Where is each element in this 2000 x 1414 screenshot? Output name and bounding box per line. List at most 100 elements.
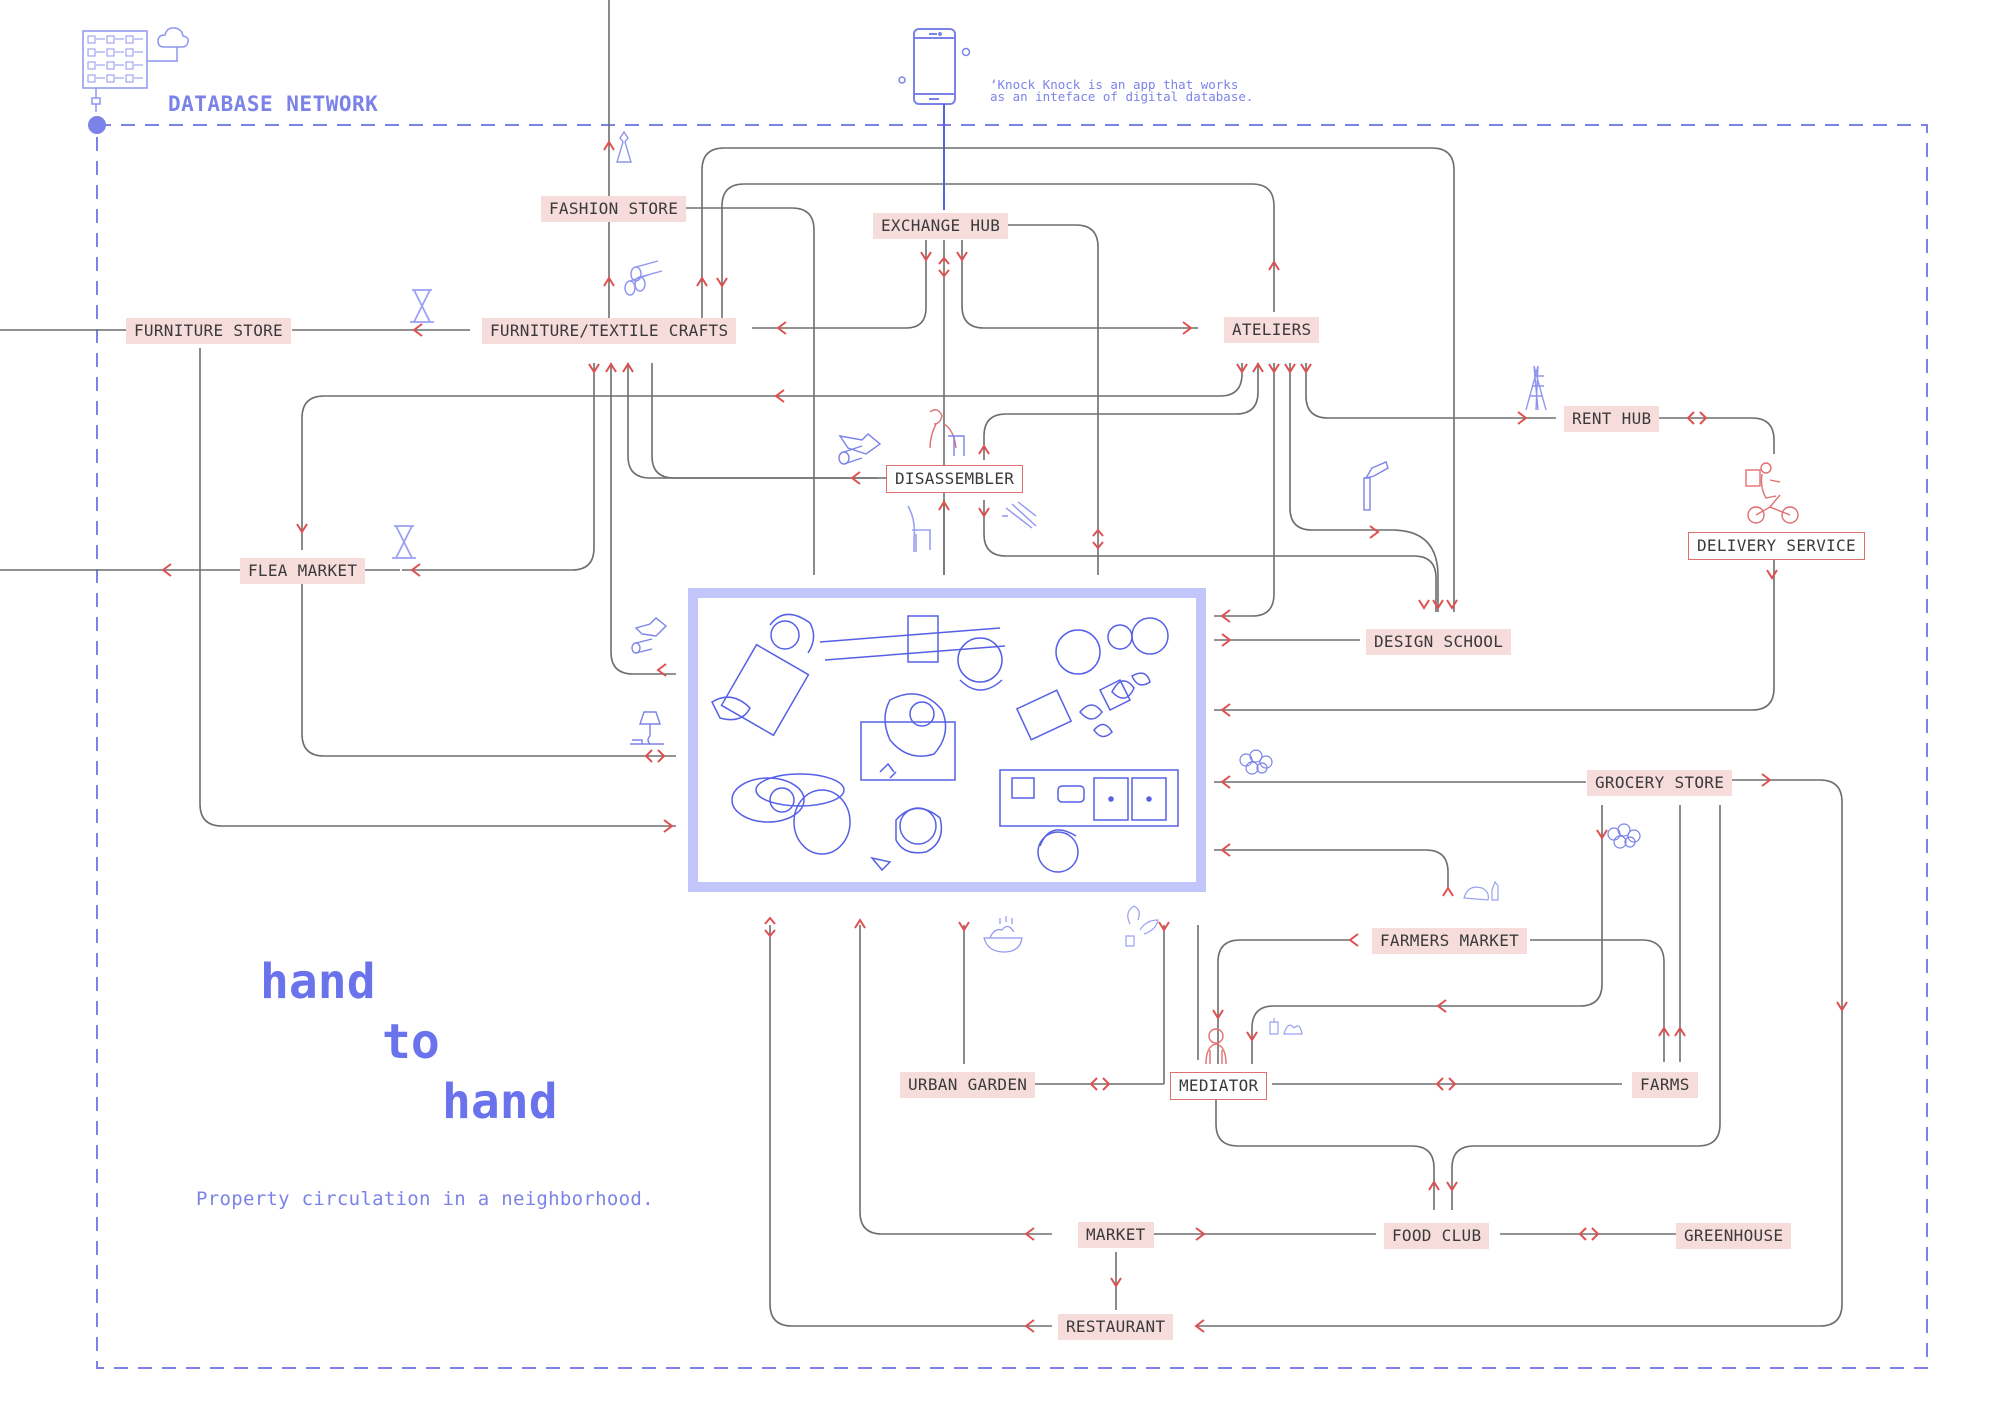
node-urban-garden[interactable]: URBAN GARDEN [900,1072,1036,1098]
node-fashion-store[interactable]: FASHION STORE [541,196,687,222]
flow-arrows [134,140,1848,1333]
node-ateliers[interactable]: ATELIERS [1224,317,1320,343]
arrow [1435,1077,1457,1091]
app-note-line-1: ‘Knock Knock is an app that works [990,77,1239,92]
node-food-club[interactable]: FOOD CLUB [1384,1223,1490,1249]
node-farmers-market[interactable]: FARMERS MARKET [1372,928,1528,954]
arrow [663,819,674,833]
arrow [644,749,666,763]
lamp-icon [630,711,664,745]
node-design-school[interactable]: DESIGN SCHOOL [1366,629,1512,655]
node-greenhouse[interactable]: GREENHOUSE [1676,1223,1792,1249]
node-exchange-hub[interactable]: EXCHANGE HUB [873,213,1009,239]
arrow [1596,829,1608,840]
arrow [1658,1026,1670,1037]
database-network-boundary [96,124,1928,1369]
craftsperson-at-work-icon [929,409,965,456]
node-grocery-store[interactable]: GROCERY STORE [1587,770,1733,796]
database-server-icon [82,30,148,112]
node-flea-market[interactable]: FLEA MARKET [240,558,366,584]
database-network-title: DATABASE NETWORK [168,92,379,116]
arrow [1246,1031,1258,1042]
app-description-note: ‘Knock Knock is an app that works as an … [990,77,1254,104]
arrow [1446,1181,1458,1192]
vegetable-basket-icon [983,916,1023,953]
delivery-cyclist-icon [1745,462,1799,524]
arrow [1089,1077,1111,1091]
node-furniture-textile-crafts[interactable]: FURNITURE/TEXTILE CRAFTS [482,318,737,344]
node-restaurant[interactable]: RESTAURANT [1058,1314,1174,1340]
arrow [1092,528,1104,550]
node-disassembler[interactable]: DISASSEMBLER [886,465,1024,493]
arrow [1446,599,1458,610]
fabric-rolls-icon [624,260,663,296]
arrow [1428,1180,1440,1191]
arrow [938,256,950,278]
arrow [1436,999,1447,1013]
arrow [412,323,423,337]
arrow [1432,599,1444,610]
food-scraps-icon [1125,905,1159,947]
arrow [1442,886,1454,897]
arrow [296,523,308,534]
smartphone-icon [898,28,971,105]
arrow [1220,843,1231,857]
arrow [622,362,634,373]
arrow [938,500,950,511]
arrow [1158,921,1170,932]
arrow [696,276,708,287]
arrow [1220,775,1231,789]
node-furniture-store[interactable]: FURNITURE STORE [126,318,291,344]
arrow [1221,633,1232,647]
workshop-illustration [711,613,1179,873]
arrow [603,140,615,151]
arrow [1212,1009,1224,1020]
network-origin-dot [88,116,106,134]
arrow [920,251,932,262]
dress-icon [616,130,632,163]
folding-stool-icon [410,289,434,323]
app-note-line-2: as an inteface of digital database. [990,89,1254,104]
arrow [410,563,421,577]
arrow [1761,773,1772,787]
arrow [1194,1319,1205,1333]
chair-icon [907,505,931,552]
berries-icon-2 [1607,823,1641,849]
fabric-pillow-icon [838,433,882,465]
arrow [850,471,861,485]
title-word-to: to [382,1014,440,1070]
node-rent-hub[interactable]: RENT HUB [1564,406,1660,432]
arrow [588,363,600,374]
bread-bottle-icon [1463,880,1499,901]
arrow [978,507,990,518]
arrow [1686,411,1708,425]
arrow [1110,1277,1122,1288]
arrow [1024,1227,1035,1241]
arrow [764,916,776,938]
subtitle: Property circulation in a neighborhood. [196,1188,654,1210]
arrow [978,444,990,455]
food-scraps-icon-2 [1269,1018,1303,1035]
wrench-tool-icon [1363,461,1389,511]
arrow [1369,525,1380,539]
berries-icon [1239,749,1273,775]
node-delivery-service[interactable]: DELIVERY SERVICE [1688,532,1865,560]
node-mediator[interactable]: MEDIATOR [1170,1072,1268,1100]
mediator-person-icon [1205,1028,1227,1065]
node-farms[interactable]: FARMS [1632,1072,1698,1098]
arrow [854,918,866,929]
arrow [1236,363,1248,374]
broken-wood-icon [1002,501,1037,529]
node-market[interactable]: MARKET [1078,1222,1154,1248]
arrow [774,389,785,403]
arrow [776,321,787,335]
arrow [716,277,728,288]
central-workshop-hub [688,588,1206,892]
arrow [1268,260,1280,271]
arrow [956,251,968,262]
arrow [1766,569,1778,580]
arrow [1836,1001,1848,1012]
arrow [1300,363,1312,374]
arrow [1195,1227,1206,1241]
